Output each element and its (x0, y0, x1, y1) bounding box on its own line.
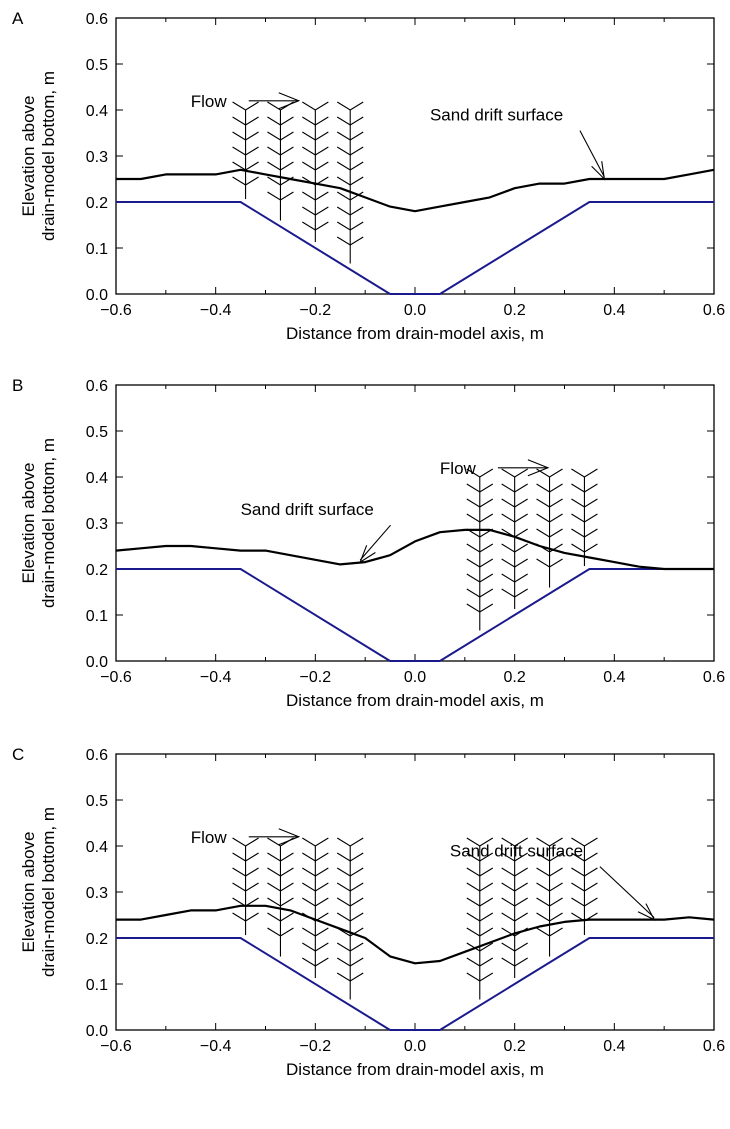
vegetation-branches (232, 101, 259, 186)
x-axis-label: Distance from drain-model axis, m (286, 324, 544, 343)
flow-label: Flow (191, 828, 228, 847)
y-axis-label-line1: Elevation above (19, 463, 38, 584)
x-tick-label: −0.4 (200, 1038, 232, 1055)
x-tick-label: 0.2 (504, 1038, 526, 1055)
flow-arrowhead-icon (278, 828, 301, 846)
x-tick-label: 0.6 (703, 302, 725, 319)
x-tick-label: −0.2 (300, 669, 332, 686)
x-tick-label: 0.2 (504, 302, 526, 319)
x-tick-label: 0.6 (703, 669, 725, 686)
flow-arrowhead-icon (527, 459, 550, 477)
panel-letter: C (12, 745, 24, 764)
chart-panel-C: C −0.6 −0.4 −0.2 0.0 0.2 0.4 0.6 0.0 0.1 0.2 0.3 0.4… (12, 745, 725, 1079)
x-tick-label: 0.4 (603, 669, 625, 686)
x-tick-label: 0.4 (603, 302, 625, 319)
y-axis-label-line2: drain-model bottom, m (39, 71, 58, 241)
y-tick-label: 0.3 (86, 885, 108, 902)
vegetation-branches (302, 837, 329, 967)
vegetation-branches (571, 837, 598, 922)
x-tick-label: −0.6 (100, 1038, 132, 1055)
pointer-arrow-icon (359, 524, 391, 561)
vegetation-branches (501, 837, 528, 967)
y-tick-label: 0.5 (86, 793, 108, 810)
drain-model-line (116, 568, 714, 662)
y-tick-label: 0.2 (86, 562, 108, 579)
y-tick-label: 0.1 (86, 608, 108, 625)
y-tick-label: 0.5 (86, 57, 108, 74)
chart-panel-A: A −0.6 −0.4 −0.2 0.0 0.2 0.4 0.6 0.0 0.1 0.2 0.3 0.4… (12, 9, 725, 343)
pointer-arrowhead-icon (591, 161, 606, 181)
x-tick-label: 0.6 (703, 1038, 725, 1055)
vegetation-branches (232, 837, 259, 922)
y-tick-label: 0.4 (86, 470, 108, 487)
y-tick-label: 0.2 (86, 931, 108, 948)
x-tick-label: 0.0 (404, 1038, 426, 1055)
sand-drift-label: Sand drift surface (430, 106, 563, 125)
x-tick-label: −0.6 (100, 302, 132, 319)
y-axis-label-line1: Elevation above (19, 832, 38, 953)
y-tick-label: 0.0 (86, 287, 108, 304)
x-tick-label: −0.4 (200, 302, 232, 319)
x-tick-label: −0.4 (200, 669, 232, 686)
flow-label: Flow (440, 459, 477, 478)
vegetation-branches (536, 468, 563, 568)
x-tick-label: 0.0 (404, 302, 426, 319)
vegetation-branches (336, 101, 364, 246)
sand-drift-label: Sand drift surface (450, 842, 583, 861)
y-tick-label: 0.4 (86, 103, 108, 120)
y-tick-label: 0.4 (86, 839, 108, 856)
y-tick-label: 0.3 (86, 516, 108, 533)
sand-drift-label: Sand drift surface (241, 500, 374, 519)
sand-drift-line (116, 168, 715, 213)
vegetation-branches (336, 837, 364, 982)
x-axis-label: Distance from drain-model axis, m (286, 691, 544, 710)
drain-model-line (116, 937, 714, 1031)
plot-frame (115, 753, 715, 1031)
y-axis-label-line2: drain-model bottom, m (39, 807, 58, 977)
flow-label: Flow (191, 92, 228, 111)
drain-model-line (116, 201, 714, 295)
x-tick-label: −0.6 (100, 669, 132, 686)
pointer-arrowhead-icon (359, 545, 376, 564)
panel-letter: B (12, 376, 23, 395)
y-tick-label: 0.5 (86, 424, 108, 441)
y-tick-label: 0.6 (86, 11, 108, 28)
vegetation-branches (302, 101, 329, 231)
y-tick-label: 0.6 (86, 747, 108, 764)
vegetation-branches (466, 837, 494, 982)
flow-arrowhead-icon (278, 92, 301, 110)
sand-drift-line (115, 528, 714, 571)
sand-drift-line (116, 904, 715, 965)
pointer-arrow-icon (599, 866, 655, 919)
pointer-arrowhead-icon (637, 903, 656, 921)
plot-frame (115, 17, 715, 295)
panel-letter: A (12, 9, 24, 28)
y-tick-label: 0.1 (86, 977, 108, 994)
x-tick-label: 0.0 (404, 669, 426, 686)
y-tick-label: 0.0 (86, 654, 108, 671)
y-axis-label-line2: drain-model bottom, m (39, 438, 58, 608)
vegetation-branches (267, 101, 294, 201)
chart-panel-B: B −0.6 −0.4 −0.2 0.0 0.2 0.4 0.6 0.0 0.1 0.2 0.3 0.4… (12, 376, 725, 710)
x-axis-label: Distance from drain-model axis, m (286, 1060, 544, 1079)
vegetation-branches (267, 837, 294, 937)
vegetation-branches (536, 837, 563, 937)
x-tick-label: 0.4 (603, 1038, 625, 1055)
y-tick-label: 0.3 (86, 149, 108, 166)
x-tick-label: 0.2 (504, 669, 526, 686)
vegetation-branches (571, 468, 598, 553)
y-tick-label: 0.2 (86, 195, 108, 212)
y-tick-label: 0.0 (86, 1023, 108, 1040)
y-axis-label-line1: Elevation above (19, 96, 38, 217)
x-tick-label: −0.2 (300, 302, 332, 319)
vegetation-branches (466, 468, 494, 613)
y-tick-label: 0.6 (86, 378, 108, 395)
plot-frame (115, 384, 715, 662)
x-tick-label: −0.2 (300, 1038, 332, 1055)
y-tick-label: 0.1 (86, 241, 108, 258)
pointer-arrow-icon (579, 130, 605, 178)
